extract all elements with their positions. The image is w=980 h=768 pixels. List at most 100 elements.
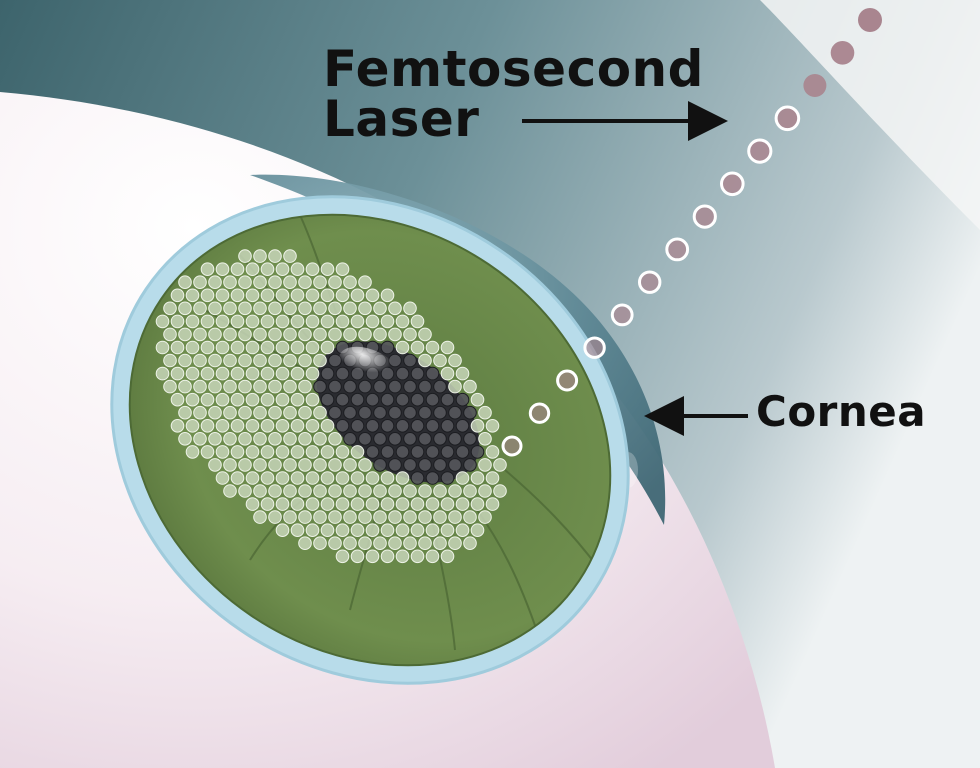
bubble xyxy=(365,288,380,303)
bubble xyxy=(410,419,425,433)
bubble xyxy=(253,510,267,524)
bubble xyxy=(245,419,260,433)
bubble xyxy=(320,497,335,511)
bubble xyxy=(238,484,252,498)
bubble xyxy=(343,405,357,420)
bubble xyxy=(238,275,252,290)
bubble xyxy=(470,523,485,538)
bubble xyxy=(230,366,245,381)
bubble xyxy=(358,432,372,446)
bubble xyxy=(313,275,327,290)
laser-dot xyxy=(665,237,690,262)
bubble xyxy=(193,353,207,368)
bubble xyxy=(335,314,350,329)
bubble xyxy=(245,262,260,277)
bubble xyxy=(350,288,365,303)
bubble xyxy=(455,471,470,485)
bubble xyxy=(425,497,440,511)
bubble xyxy=(313,458,327,472)
bubble xyxy=(388,458,402,472)
bubble xyxy=(268,353,282,368)
bubble xyxy=(418,458,432,472)
bubble xyxy=(163,379,177,394)
bubble xyxy=(238,458,252,472)
laser-dot xyxy=(858,8,882,32)
bubble xyxy=(433,379,447,394)
bubble xyxy=(373,301,387,316)
bubble xyxy=(350,419,365,433)
bubble xyxy=(388,484,402,498)
bubble xyxy=(238,405,252,420)
bubble xyxy=(305,288,320,303)
bubble xyxy=(275,471,290,485)
bubble xyxy=(185,340,200,355)
bubble xyxy=(305,497,320,511)
bubble xyxy=(298,458,312,472)
bubble xyxy=(253,353,267,368)
bubble xyxy=(320,314,335,329)
bubble xyxy=(298,536,312,551)
bubble xyxy=(260,262,275,277)
bubble xyxy=(185,392,200,407)
bubble xyxy=(290,471,305,485)
bubble xyxy=(328,432,342,446)
bubble xyxy=(463,405,477,420)
bubble xyxy=(230,262,245,277)
bubble xyxy=(253,301,267,316)
bubble xyxy=(313,405,327,420)
bubble xyxy=(223,432,237,446)
background-highlight xyxy=(760,0,980,230)
bubble xyxy=(290,288,305,303)
bubble xyxy=(343,510,357,524)
bubble xyxy=(215,340,230,355)
bubble xyxy=(425,419,440,433)
bubble xyxy=(320,471,335,485)
bubble xyxy=(238,301,252,316)
bubble xyxy=(328,484,342,498)
bubble xyxy=(320,288,335,303)
bubble xyxy=(260,392,275,407)
laser-dot xyxy=(528,402,551,424)
bubble xyxy=(455,366,470,381)
bubble xyxy=(328,379,342,394)
bubble xyxy=(380,523,395,538)
bubble xyxy=(215,392,230,407)
bubble xyxy=(178,432,192,446)
bubble xyxy=(388,405,402,420)
bubble xyxy=(305,392,320,407)
bubble xyxy=(193,379,207,394)
bubble xyxy=(298,484,312,498)
bubble xyxy=(275,392,290,407)
bubble xyxy=(410,549,425,564)
bubble xyxy=(215,471,230,485)
bubble xyxy=(238,249,252,263)
bubble xyxy=(485,419,500,433)
bubble xyxy=(208,301,222,316)
bubble xyxy=(433,458,447,472)
bubble xyxy=(455,497,470,511)
bubble xyxy=(298,301,312,316)
bubble xyxy=(388,327,402,342)
bubble xyxy=(448,484,462,498)
bubble xyxy=(245,314,260,329)
bubble xyxy=(268,458,282,472)
bubble xyxy=(373,432,387,446)
bubble xyxy=(425,445,440,459)
laser-dot xyxy=(638,270,662,294)
bubble xyxy=(290,419,305,433)
bubble xyxy=(283,249,297,263)
bubble xyxy=(260,314,275,329)
bubble xyxy=(395,497,410,511)
bubble xyxy=(335,497,350,511)
bubble xyxy=(350,314,365,329)
bubble xyxy=(365,314,380,329)
bubble xyxy=(320,523,335,538)
bubble xyxy=(253,249,267,263)
bubble xyxy=(305,419,320,433)
bubble xyxy=(425,340,440,355)
bubble xyxy=(395,340,410,355)
bubble xyxy=(440,366,455,381)
bubble xyxy=(320,419,335,433)
bubble xyxy=(238,432,252,446)
